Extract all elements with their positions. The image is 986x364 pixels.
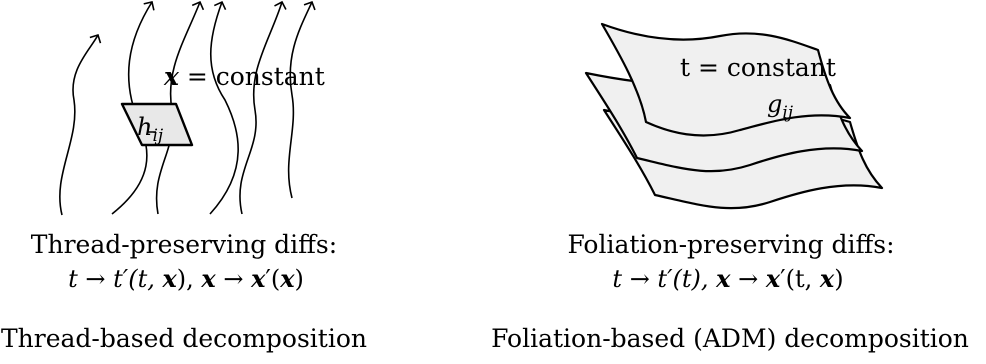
thread-worldline-6 [287,0,316,199]
foliation-diff-caption: Foliation-preserving diffs: [567,230,894,259]
foliation-diff-formula: t → t′(t), x → x′(t, x) [612,264,843,293]
thread-diagram: hij x = constant [59,0,325,216]
slice-constant-label-text: t = constant [680,53,836,82]
foliation-slice-1 [600,22,852,137]
spatial-patch [120,102,194,147]
thread-decomposition-title: Thread-based decomposition [1,324,367,353]
thread-worldline-4 [209,0,239,215]
slice-metric-label: gij [767,90,794,123]
foliation-decomposition-title: Foliation-based (ADM) decomposition [491,324,969,353]
spatial-metric-label: hij [137,113,164,146]
thread-worldline-1 [59,34,102,216]
thread-diff-caption: Thread-preserving diffs: [31,230,337,259]
orthogonality-marker [147,124,156,133]
foliation-diagram: t = constant gij [584,22,884,210]
thread-diff-formula: t → t′(t, x), x → x′(x) [68,264,304,293]
thread-worldline-5 [239,0,287,215]
thread-constant-label: x = constant [163,62,325,91]
